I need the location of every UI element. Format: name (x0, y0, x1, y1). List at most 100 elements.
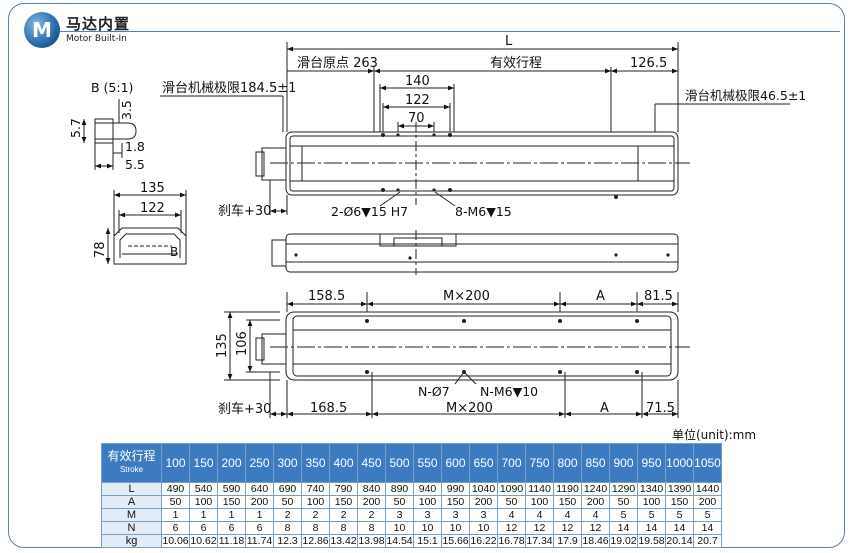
table-cell: 1140 (525, 482, 554, 496)
table-cell: 150 (217, 495, 246, 509)
table-cell: 150 (329, 495, 358, 509)
dim-stroke: 有效行程 (490, 56, 542, 71)
table-cell: 100 (189, 495, 218, 509)
table-cell: 10.62 (189, 534, 218, 548)
table-cell: 4 (581, 508, 610, 522)
table-cell: 8 (357, 521, 386, 535)
table-cell: 3 (469, 508, 498, 522)
table-cell: 20.7 (693, 534, 722, 548)
page-frame (8, 3, 845, 548)
stroke-col-header: 800 (553, 443, 582, 483)
table-cell: 1090 (497, 482, 526, 496)
table-cell: 640 (245, 482, 274, 496)
table-cell: 16.22 (469, 534, 498, 548)
table-cell: 8 (301, 521, 330, 535)
table-cell: 12 (525, 521, 554, 535)
table-cell: 150 (665, 495, 694, 509)
row-label: A (101, 495, 162, 509)
table-cell: 1 (217, 508, 246, 522)
stroke-col-header: 500 (385, 443, 414, 483)
table-cell: 6 (161, 521, 190, 535)
table-cell: 8 (273, 521, 302, 535)
table-cell: 19.58 (637, 534, 666, 548)
table-cell: 6 (189, 521, 218, 535)
table-cell: 1340 (637, 482, 666, 496)
table-cell: 740 (301, 482, 330, 496)
detail-b (81, 99, 137, 170)
table-cell: 4 (525, 508, 554, 522)
stroke-col-header: 850 (581, 443, 610, 483)
row-label: L (101, 482, 162, 496)
section-122: 122 (140, 201, 165, 216)
table-cell: 590 (217, 482, 246, 496)
stroke-col-header: 200 (217, 443, 246, 483)
stroke-col-header: 600 (441, 443, 470, 483)
unit-label: 单位(unit):mm (672, 428, 757, 442)
table-cell: 1 (161, 508, 190, 522)
table-cell: 3 (385, 508, 414, 522)
detail-b-1-8: 1.8 (125, 139, 145, 154)
dim-left-limit: 滑台机械极限184.5±1 (162, 81, 296, 96)
stroke-col-header: 150 (189, 443, 218, 483)
stroke-header: 有效行程 Stroke (101, 443, 162, 483)
stroke-col-header: 700 (497, 443, 526, 483)
table-cell: 50 (609, 495, 638, 509)
table-cell: 14.54 (385, 534, 414, 548)
table-cell: 50 (161, 495, 190, 509)
dim-126-5: 126.5 (630, 56, 667, 71)
table-cell: 1290 (609, 482, 638, 496)
detail-b-title: B (5:1) (91, 80, 133, 95)
table-cell: 14 (609, 521, 638, 535)
stroke-header-en: Stroke (119, 465, 144, 474)
table-cell: 6 (245, 521, 274, 535)
row-label: kg (101, 534, 162, 548)
detail-b-5-7: 5.7 (68, 118, 83, 138)
dim-168-5: 168.5 (310, 401, 347, 416)
table-cell: 200 (469, 495, 498, 509)
table-cell: 8 (329, 521, 358, 535)
stroke-col-header: 100 (161, 443, 190, 483)
table-cell: 18.46 (581, 534, 610, 548)
table-cell: 13.98 (357, 534, 386, 548)
stroke-col-header: 750 (525, 443, 554, 483)
table-cell: 2 (301, 508, 330, 522)
table-cell: 100 (637, 495, 666, 509)
table-cell: 5 (693, 508, 722, 522)
table-cell: 840 (357, 482, 386, 496)
table-cell: 990 (441, 482, 470, 496)
table-cell: 14 (693, 521, 722, 535)
logo-letter: M (32, 18, 52, 42)
table-cell: 17.9 (553, 534, 582, 548)
side-view (271, 230, 679, 275)
table-cell: 200 (357, 495, 386, 509)
table-cell: 2 (273, 508, 302, 522)
stroke-col-header: 450 (357, 443, 386, 483)
table-cell: 10 (469, 521, 498, 535)
stroke-col-header: 350 (301, 443, 330, 483)
table-cell: 5 (637, 508, 666, 522)
dim-n-taps: N-M6▼10 (480, 384, 538, 399)
table-cell: 12 (553, 521, 582, 535)
dim-brake-bottom: 刹车+30 (218, 401, 271, 417)
table-cell: 10 (413, 521, 442, 535)
table-cell: 1240 (581, 482, 610, 496)
table-cell: 2 (329, 508, 358, 522)
top-view (160, 42, 790, 215)
table-cell: 490 (161, 482, 190, 496)
table-cell: 12 (581, 521, 610, 535)
table-cell: 3 (413, 508, 442, 522)
detail-b-3-5: 3.5 (119, 100, 134, 120)
table-cell: 100 (525, 495, 554, 509)
stroke-col-header: 250 (245, 443, 274, 483)
dim-holes: 2-Ø6▼15 H7 (331, 204, 408, 219)
table-cell: 4 (497, 508, 526, 522)
table-cell: 16.78 (497, 534, 526, 548)
table-cell: 790 (329, 482, 358, 496)
